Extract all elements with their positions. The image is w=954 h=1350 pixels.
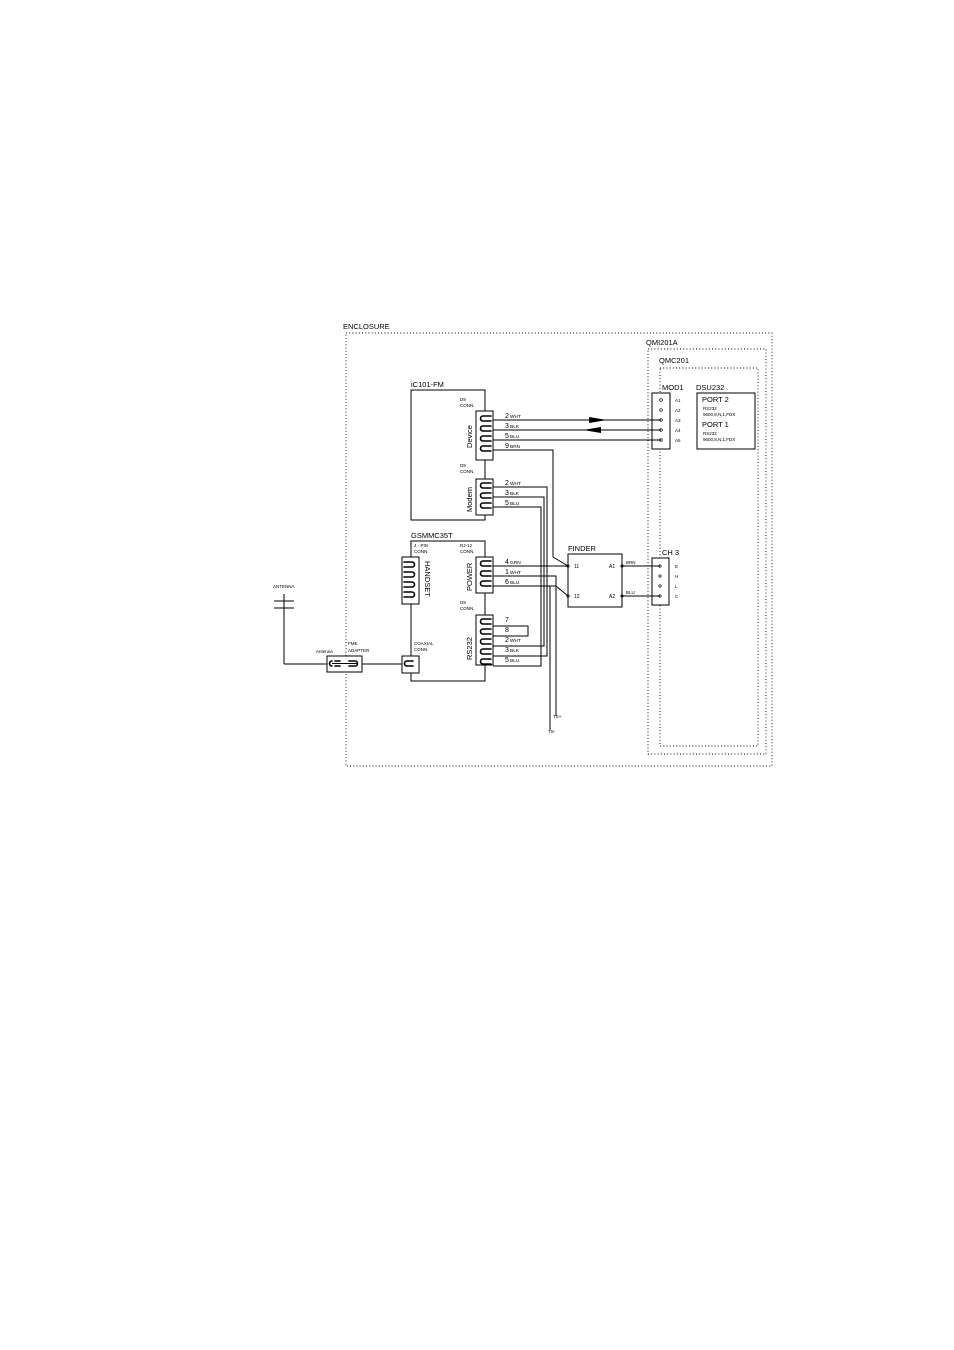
- gsm-d9-line1: D9: [460, 600, 466, 605]
- power-wire-color: GRN: [510, 560, 521, 566]
- ic101-device-label: Device: [465, 425, 474, 448]
- rs232-wire-color: BLU: [510, 658, 520, 664]
- power-wire-num: 6: [505, 579, 509, 586]
- antenna-port-label: Antenna: [316, 649, 333, 654]
- rs232-wire-color: BLK: [510, 648, 520, 654]
- gsm-power-label: POWER: [465, 562, 474, 591]
- finder-pin-12: 12: [574, 594, 580, 600]
- enclosure-frame: ENCLOSURE: [343, 322, 773, 767]
- wires: BRN BLU TS+ TS-: [493, 417, 661, 734]
- modem-wire-color: WHT: [510, 481, 521, 487]
- dsu-port2-label: PORT 2: [702, 395, 729, 404]
- ts-minus-label: TS-: [548, 729, 556, 734]
- gsm-4pin-line1: 4 - PIN: [414, 543, 428, 548]
- device-wire-color: WHT: [510, 414, 521, 420]
- ic101-conn1-line1: D9: [460, 397, 466, 402]
- device-wire-color: BRN: [510, 444, 521, 450]
- mod1-module: MOD1 A1 A2 A3 A4 A5: [651, 383, 684, 450]
- qmc201-frame: QMC201: [659, 356, 759, 747]
- dsu-port1-proto: RS232: [703, 431, 717, 436]
- mod1-pin-a3: A3: [675, 418, 681, 423]
- dsu-port2-settings: 9600,8,N,1,FDX: [703, 412, 735, 417]
- dsu232-label: DSU232: [696, 383, 724, 392]
- ic101-conn2-line2: CONN.: [460, 469, 475, 474]
- ic101-conn2-line1: D9: [460, 463, 466, 468]
- finder-pin-11: 11: [574, 564, 579, 570]
- finder-pin-a1: A1: [609, 564, 615, 570]
- gsm-coax-line1: COAXIAL: [414, 641, 434, 646]
- finder-label: FINDER: [568, 544, 597, 553]
- finder-relay: FINDER 11 12 A1 A2: [566, 544, 624, 608]
- gsm-rs232-wire-labels: 7 8 2 WHT 3 BLK 5 BLU: [505, 617, 521, 664]
- antenna-assembly: ANTENNA Antenna FME ADAPTER: [273, 584, 402, 673]
- ic101-device-wire-labels: 2 WHT 3 BLK 5 BLU 9 BRN: [505, 413, 521, 450]
- power-wire-num: 4: [505, 559, 509, 566]
- gsm-rs232-label: RS232: [465, 637, 474, 660]
- ch3-pin-e: E: [675, 564, 678, 569]
- qmi201a-label: QMI201A: [646, 338, 678, 347]
- dsu232-module: DSU232 PORT 2 RS232 9600,8,N,1,FDX PORT …: [696, 383, 756, 450]
- ch3-label: CH 3: [662, 548, 679, 557]
- finder-wire-bottom: BLU: [626, 590, 635, 595]
- qmc201-label: QMC201: [659, 356, 689, 365]
- dsu-port1-settings: 9600,8,N,1,FDX: [703, 437, 735, 442]
- enclosure-label: ENCLOSURE: [343, 322, 390, 331]
- finder-pin-a2: A2: [609, 594, 615, 600]
- arrow-icon: [583, 427, 601, 433]
- ch3-pin-l: L: [675, 584, 678, 589]
- rs232-wire-num: 3: [505, 647, 509, 654]
- ts-plus-label: TS+: [553, 714, 562, 719]
- modem-wire-color: BLU: [510, 501, 520, 507]
- modem-wire-color: BLK: [510, 491, 520, 497]
- fme-line1: FME: [348, 641, 358, 646]
- dsu-port1-label: PORT 1: [702, 420, 729, 429]
- ic101-conn1-line2: CONN.: [460, 403, 475, 408]
- rs232-wire-num: 7: [505, 617, 509, 624]
- modem-wire-num: 3: [505, 490, 509, 497]
- finder-wire-top: BRN: [626, 560, 636, 565]
- device-wire-color: BLK: [510, 424, 520, 430]
- arrow-icon: [589, 417, 607, 423]
- gsm-label: GSMMC35T: [411, 531, 453, 540]
- mod1-pin-a1: A1: [675, 398, 681, 403]
- mod1-pin-a5: A5: [675, 438, 681, 443]
- power-wire-color: WHT: [510, 570, 521, 576]
- ic101-fm-module: iC101-FM D9 CONN. Device D9 CONN. Modem: [410, 380, 494, 521]
- modem-wire-num: 2: [505, 480, 509, 487]
- gsm-4pin-line2: CONN.: [414, 549, 429, 554]
- ch3-pin-h: H: [675, 574, 678, 579]
- antenna-label: ANTENNA: [273, 584, 295, 589]
- ch3-module: CH 3 E H L C: [651, 548, 679, 606]
- device-wire-num: 2: [505, 413, 509, 420]
- power-wire-num: 1: [505, 569, 509, 576]
- rs232-wire-num: 5: [505, 657, 509, 664]
- device-wire-num: 3: [505, 423, 509, 430]
- ic101-modem-label: Modem: [465, 487, 474, 512]
- device-wire-num: 5: [505, 433, 509, 440]
- gsm-d9-line2: CONN.: [460, 606, 475, 611]
- gsm-power-wire-labels: 4 GRN 1 WHT 6 BLU: [505, 559, 521, 586]
- rs232-wire-num: 2: [505, 637, 509, 644]
- gsm-rj12-line2: CONN.: [460, 549, 475, 554]
- dsu-port2-proto: RS232: [703, 406, 717, 411]
- modem-wire-num: 5: [505, 500, 509, 507]
- gsm-rj12-line1: RJ-12: [460, 543, 473, 548]
- gsm-handset-label: HANDSET: [423, 561, 432, 597]
- device-wire-num: 9: [505, 443, 509, 450]
- power-wire-color: BLU: [510, 580, 520, 586]
- ic101-modem-wire-labels: 2 WHT 3 BLK 5 BLU: [505, 480, 521, 507]
- gsm-coax-line2: CONN.: [414, 647, 429, 652]
- ic101-label: iC101-FM: [411, 380, 444, 389]
- device-wire-color: BLU: [510, 434, 520, 440]
- rs232-wire-num: 8: [505, 627, 509, 634]
- ch3-pin-c: C: [675, 594, 679, 599]
- rs232-wire-color: WHT: [510, 638, 521, 644]
- gsmmc35t-module: GSMMC35T 4 - PIN CONN. RJ-12 CONN. HANDS…: [401, 531, 494, 682]
- fme-line2: ADAPTER: [348, 648, 370, 653]
- mod1-label: MOD1: [662, 383, 684, 392]
- qmi201a-frame: QMI201A: [646, 338, 767, 755]
- mod1-pin-a2: A2: [675, 408, 681, 413]
- mod1-pin-a4: A4: [675, 428, 681, 433]
